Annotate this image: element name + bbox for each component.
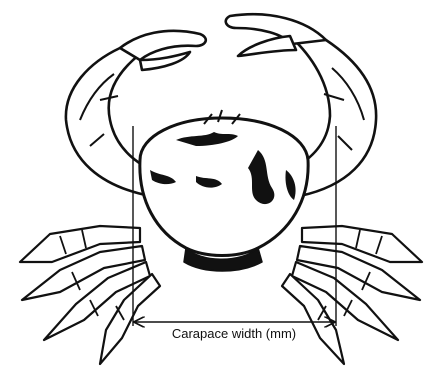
right-legs	[282, 226, 422, 364]
carapace	[140, 110, 308, 271]
carapace-width-label: Carapace width (mm)	[130, 326, 338, 341]
left-legs	[20, 226, 160, 364]
